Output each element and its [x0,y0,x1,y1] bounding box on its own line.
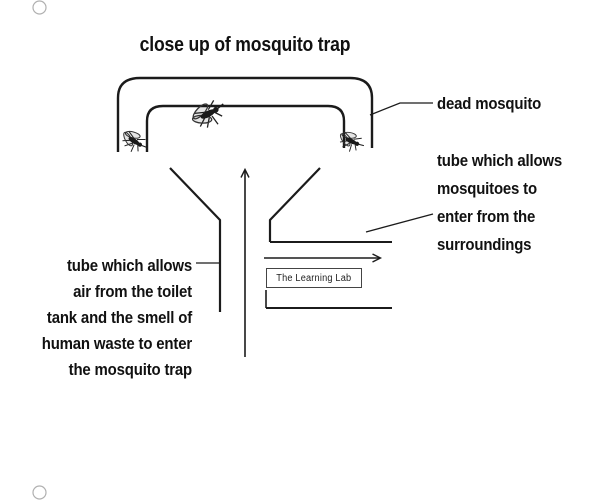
trap-cap-inner-outline [145,104,346,152]
surroundings-tube-leader-line [365,213,434,233]
funnel-right-wall [268,167,321,242]
watermark-box: The Learning Lab [266,268,362,288]
binder-hole-bottom [32,485,47,500]
binder-hole-top [32,0,47,15]
dead-mosquito-leader-line [369,102,433,116]
trap-cap-outer-outline [116,76,374,152]
mosquito-icon [186,95,230,133]
watermark-text: The Learning Lab [276,272,352,284]
surroundings-tube-label: tube which allows mosquitoes to enter fr… [437,151,563,254]
mosquito-icon [116,123,152,159]
toilet-tube-label: tube which allows air from the toilet ta… [41,256,192,379]
funnel-left-wall [169,167,222,312]
mosquito-icon [334,125,368,158]
diagram-title: close up of mosquito trap [139,34,351,56]
dead-mosquito-label: dead mosquito [437,94,542,113]
